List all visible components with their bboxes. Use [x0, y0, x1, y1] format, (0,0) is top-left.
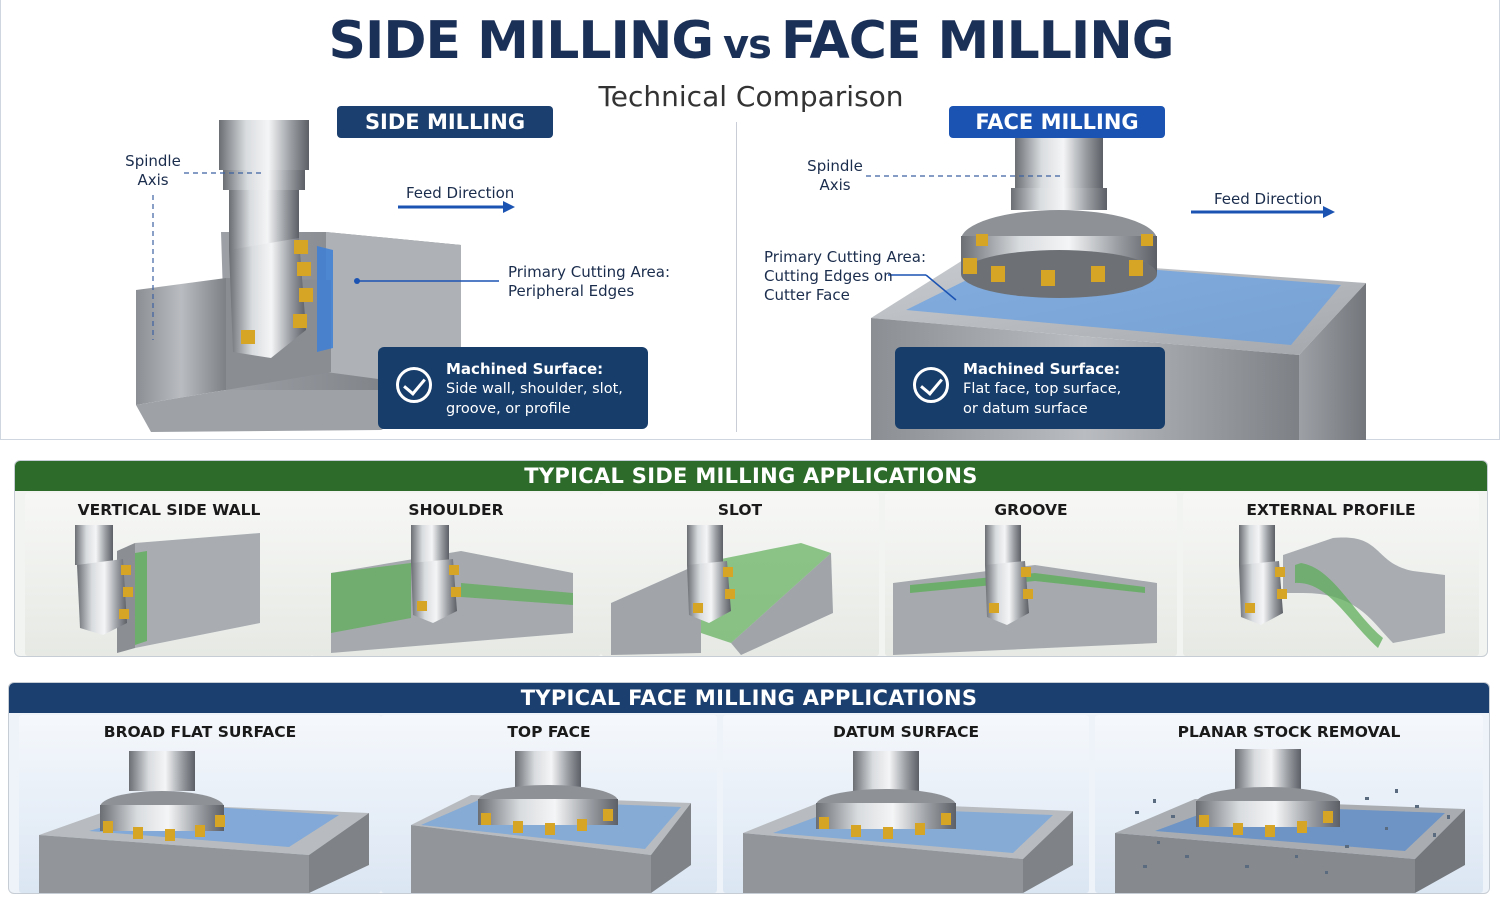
side-feed-direction-label: Feed Direction — [406, 184, 515, 202]
face-app-broad-flat-surface: BROAD FLAT SURFACE — [19, 715, 381, 893]
face-milling-badge: FACE MILLING — [949, 106, 1165, 138]
shoulder-illustration — [331, 525, 573, 653]
side-app-groove: GROOVE — [885, 493, 1177, 656]
side-milling-illustration — [136, 120, 515, 432]
groove-illustration — [893, 525, 1157, 655]
panel-divider — [736, 122, 737, 432]
side-app-external-profile: EXTERNAL PROFILE — [1183, 493, 1479, 656]
top-face-illustration — [411, 751, 691, 893]
title-face: FACE MILLING — [780, 11, 1174, 71]
face-primary-cutting-label: Primary Cutting Area: Cutting Edges on C… — [764, 248, 927, 304]
check-circle-icon — [913, 367, 949, 403]
side-app-slot: SLOT — [601, 493, 879, 656]
title-side: SIDE MILLING — [328, 11, 714, 71]
check-circle-icon — [396, 367, 432, 403]
face-applications-panel: TYPICAL FACE MILLING APPLICATIONS BROAD … — [8, 682, 1490, 894]
face-machined-surface-box: Machined Surface: Flat face, top surface… — [895, 347, 1165, 429]
side-app-shoulder: SHOULDER — [311, 493, 601, 656]
side-machined-surface-box: Machined Surface: Side wall, shoulder, s… — [378, 347, 648, 429]
planar-stock-illustration — [1115, 749, 1465, 893]
page-subtitle: Technical Comparison — [598, 80, 904, 113]
broad-flat-illustration — [39, 751, 369, 893]
datum-surface-illustration — [743, 751, 1073, 893]
side-primary-cutting-label: Primary Cutting Area: Peripheral Edges — [508, 263, 671, 300]
title-vs: vs — [723, 22, 772, 68]
face-spindle-axis-label: Spindle Axis — [807, 157, 863, 194]
side-app-vertical-side-wall: VERTICAL SIDE WALL — [25, 493, 313, 656]
face-applications-heading: TYPICAL FACE MILLING APPLICATIONS — [9, 683, 1489, 713]
slot-illustration — [611, 525, 833, 655]
profile-illustration — [1239, 525, 1445, 648]
face-app-datum-surface: DATUM SURFACE — [723, 715, 1089, 893]
face-app-planar-stock-removal: PLANAR STOCK REMOVAL — [1095, 715, 1483, 893]
side-applications-heading: TYPICAL SIDE MILLING APPLICATIONS — [15, 461, 1487, 491]
face-app-top-face: TOP FACE — [381, 715, 717, 893]
face-feed-direction-label: Feed Direction — [1214, 190, 1323, 208]
side-milling-badge: SIDE MILLING — [337, 106, 553, 138]
side-wall-illustration — [75, 525, 260, 653]
side-applications-panel: TYPICAL SIDE MILLING APPLICATIONS VERTIC… — [14, 460, 1488, 657]
side-spindle-axis-label: Spindle Axis — [125, 152, 181, 189]
